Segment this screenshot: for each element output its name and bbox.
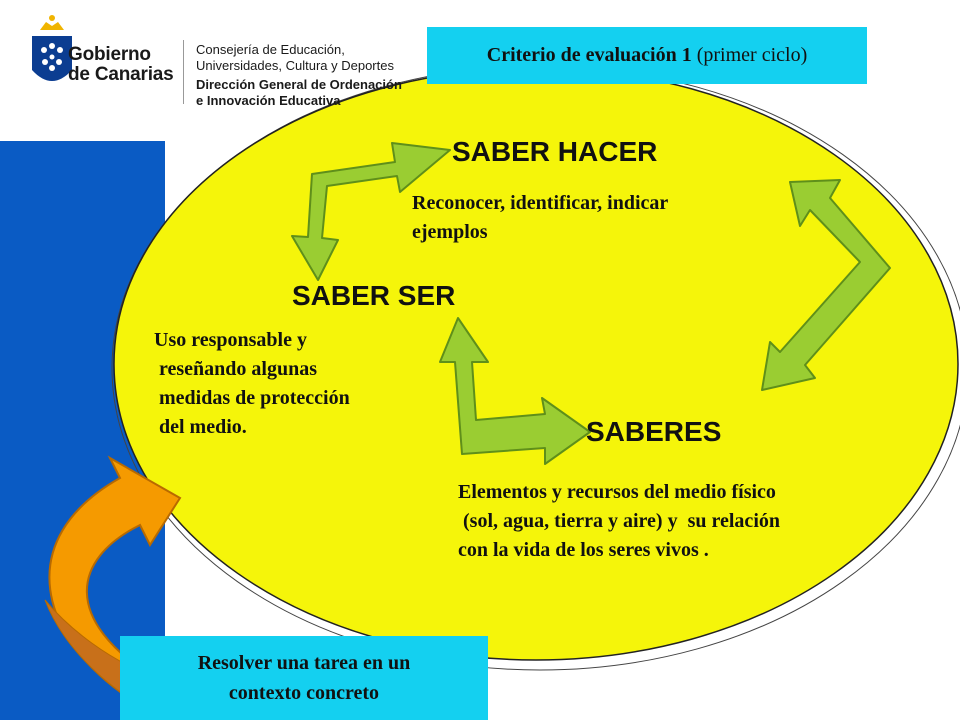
task-box: Resolver una tarea en un contexto concre… (120, 636, 488, 720)
criterio-title-box: Criterio de evaluación 1 (primer ciclo) (427, 27, 867, 84)
department-line1: Consejería de Educación, (196, 42, 345, 57)
saberes-description: Elementos y recursos del medio físico (s… (458, 481, 780, 561)
saber-hacer-description: Reconocer, identificar, indicar ejemplos (412, 192, 669, 243)
department-line2: Universidades, Cultura y Deportes (196, 58, 394, 73)
gobierno-shield-icon (32, 15, 72, 81)
saber-ser-title: SABER SER (292, 280, 456, 311)
brand-name-line2: de Canarias (68, 64, 174, 85)
arrow-ser-saberes (439, 317, 591, 465)
saber-ser-description: Uso responsable y reseñando algunas medi… (154, 329, 350, 438)
criterio-title-rest: (primer ciclo) (691, 44, 808, 66)
department-line4: e Innovación Educativa (196, 93, 341, 108)
logo-divider (183, 40, 184, 104)
arrow-hacer-saberes (761, 179, 891, 391)
saberes-title: SABERES (586, 416, 722, 447)
department-line3: Dirección General de Ordenación (196, 77, 402, 92)
brand-name-line1: Gobierno (68, 44, 151, 65)
criterio-title-bold: Criterio de evaluación 1 (486, 44, 692, 66)
saber-hacer-title: SABER HACER (452, 136, 658, 167)
arrow-ser-hacer (291, 142, 451, 281)
